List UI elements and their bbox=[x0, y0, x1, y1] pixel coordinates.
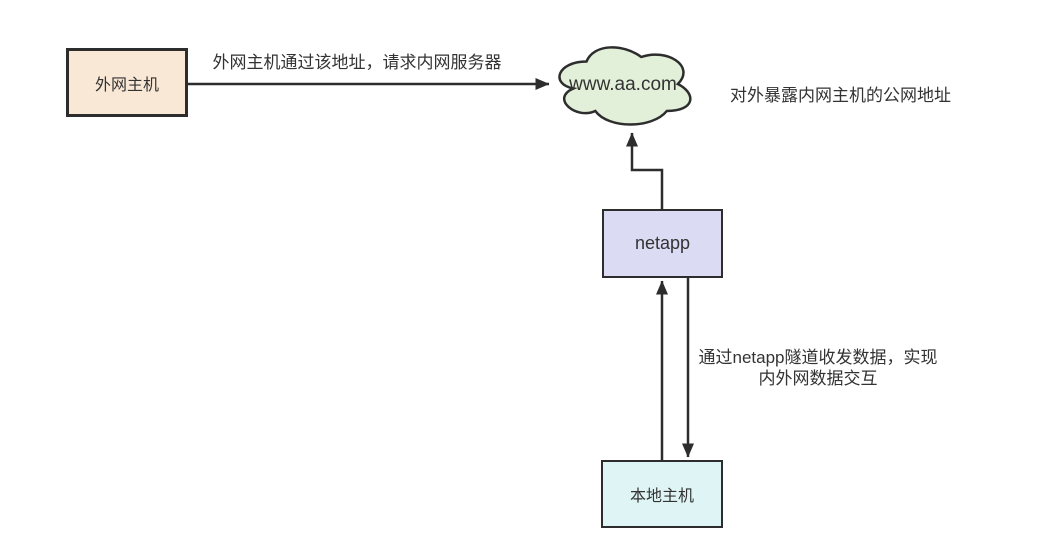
node-netapp-label: netapp bbox=[634, 233, 691, 253]
node-netapp: netapp bbox=[602, 209, 723, 278]
annotation-public-address: 对外暴露内网主机的公网地址 bbox=[730, 86, 951, 105]
edges-layer bbox=[188, 78, 694, 460]
node-external-host-label: 外网主机 bbox=[94, 76, 159, 94]
edge-netapp-to-cloud bbox=[626, 132, 664, 209]
node-external-host: 外网主机 bbox=[66, 48, 188, 117]
cloud-shape bbox=[558, 46, 692, 126]
node-local-host: 本地主机 bbox=[601, 460, 723, 528]
annotation-tunnel-line2: 内外网数据交互 bbox=[758, 369, 878, 388]
annotation-tunnel-line1: 通过netapp隧道收发数据，实现 bbox=[698, 348, 938, 367]
node-local-host-label: 本地主机 bbox=[629, 488, 694, 505]
node-cloud-label: www.aa.com bbox=[569, 74, 677, 95]
edge-label-request: 外网主机通过该地址，请求内网服务器 bbox=[212, 53, 502, 72]
annotation-tunnel: 通过netapp隧道收发数据，实现 内外网数据交互 bbox=[698, 347, 938, 389]
